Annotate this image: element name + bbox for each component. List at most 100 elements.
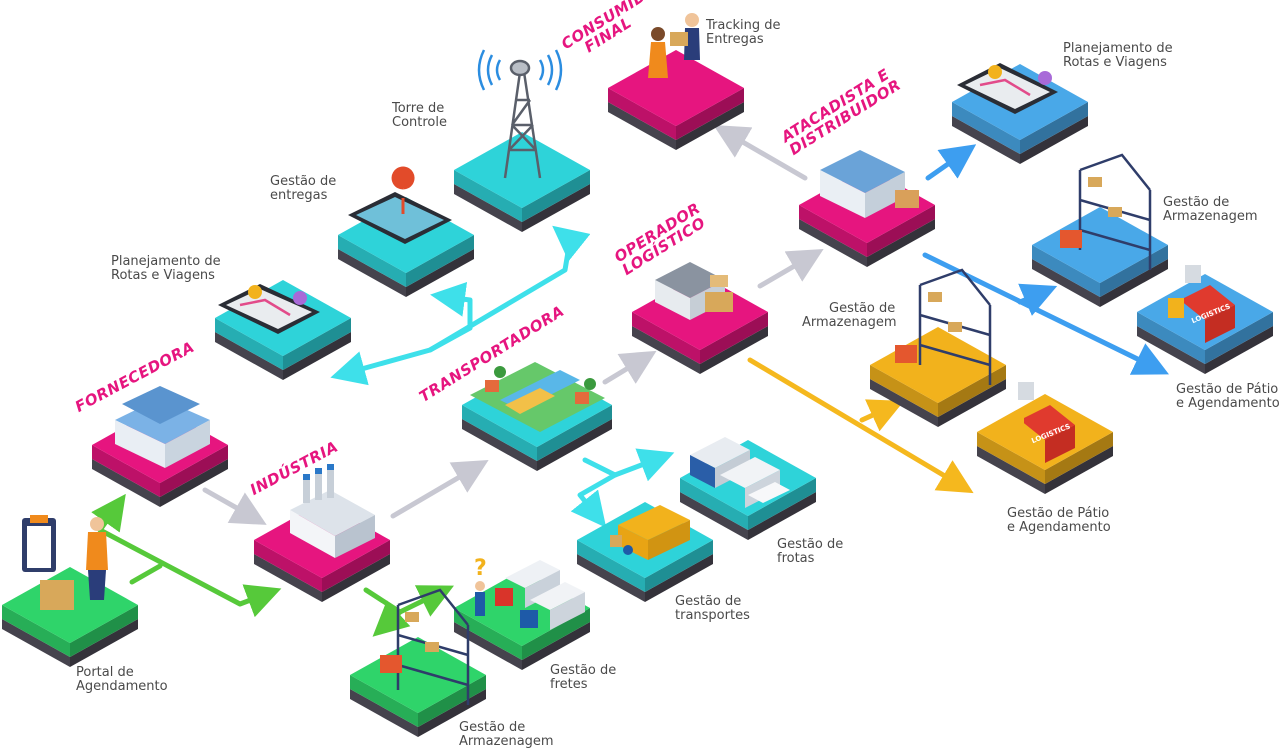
platform-patio-right-base-left [1137, 326, 1205, 374]
platform-industria-base-right [322, 554, 390, 602]
arrow-operador-atacadista [757, 248, 824, 289]
platform-atacadista-base-left [799, 219, 867, 267]
platform-transportadora-base-right [537, 419, 612, 471]
label-line: Armazenagem [459, 734, 554, 749]
platform-consumidor [608, 50, 744, 126]
trucks-icon: ? [474, 556, 585, 630]
label-armazenagem-right: Gestão de Armazenagem [1163, 196, 1258, 224]
label-tracking-entregas: Tracking de Entregas [706, 19, 781, 47]
label-line: Armazenagem [1163, 209, 1258, 224]
logistics-truck-icon: LOGISTICS [1168, 265, 1235, 343]
scheduling-portal-icon [22, 515, 108, 610]
platform-planejamento-left-base-left [215, 332, 283, 380]
label-line: Controle [392, 115, 447, 130]
platform-fretes-side-right [522, 608, 590, 660]
platform-armazenagem-mid-base-right [938, 379, 1006, 427]
blue-to-planejamento [925, 144, 977, 181]
platform-atacadista-side-left [799, 205, 867, 257]
platform-patio-mid-base-left [977, 446, 1045, 494]
platform-planejamento-left-side-left [215, 318, 283, 370]
platform-entregas-base-left [338, 249, 406, 297]
platform-torre-side-left [454, 170, 522, 222]
platform-atacadista-side-right [867, 205, 935, 257]
label-line: Gestão de [270, 174, 337, 189]
orange-to-armazenagem [859, 399, 905, 432]
label-line: Gestão de [550, 663, 617, 678]
label-line: Planejamento de [111, 254, 221, 269]
platform-consumidor-base-right [676, 102, 744, 150]
cyan-to-entregas [430, 281, 473, 331]
route-map-tablet-icon [218, 284, 320, 334]
platform-planejamento-right-side-right [1020, 102, 1088, 154]
label-line: entregas [270, 188, 328, 203]
platform-frotas-side-right [748, 478, 816, 530]
platform-armazenagem-right-base-right [1100, 259, 1168, 307]
platform-consumidor-base-left [608, 102, 676, 150]
platform-planejamento-right-base-right [1020, 116, 1088, 164]
platform-planejamento-left-base-right [283, 332, 351, 380]
arrow-industria-transportadora [390, 459, 489, 519]
platform-entregas-base-right [406, 249, 474, 297]
label-planejamento-right: Planejamento de Rotas e Viagens [1063, 42, 1173, 70]
platform-planejamento-right-side-left [952, 102, 1020, 154]
wholesale-warehouse-icon [820, 150, 919, 218]
platform-patio-mid-side-right [1045, 432, 1113, 484]
route-map-tablet-icon [957, 63, 1058, 114]
platform-transportes-base-left [577, 554, 645, 602]
label-line: frotas [777, 551, 815, 566]
platform-frotas-base-left [680, 492, 748, 540]
label-line: Torre de [392, 101, 445, 116]
label-line: Tracking de [706, 18, 781, 33]
delivery-tablet-icon [348, 166, 452, 244]
label-line: Gestão de Pátio [1007, 506, 1110, 521]
platform-fornecedora-side-left [92, 445, 160, 497]
platform-torre [454, 132, 590, 208]
platform-entregas-side-left [338, 235, 406, 287]
orange-main [747, 357, 974, 494]
platform-frotas-side-left [680, 478, 748, 530]
platform-armazenagem-mid-base-left [870, 379, 938, 427]
arrow-fornecedora-industria [202, 487, 267, 525]
label-armazenagem-mid: Gestão de Armazenagem [802, 302, 897, 330]
cyan-to-transportes [570, 472, 618, 528]
platform-consumidor-side-right [676, 88, 744, 140]
platform-atacadista-base-right [867, 219, 935, 267]
label-torre-controle: Torre de Controle [392, 102, 447, 130]
platform-fretes-side-left [454, 608, 522, 660]
storage-rack-icon [895, 268, 992, 385]
vans-icon [690, 437, 790, 508]
label-line: Entregas [706, 32, 764, 47]
label-armazenagem-bottom: Gestão de Armazenagem [459, 721, 554, 749]
label-portal-agendamento: Portal de Agendamento [76, 666, 168, 694]
warehouse-icon [115, 386, 210, 468]
platform-portal-base-left [2, 619, 70, 667]
label-line: Rotas e Viagens [111, 268, 215, 283]
storage-rack-icon [380, 588, 470, 705]
platform-armazenagem-right [1032, 207, 1168, 283]
platform-transportes-side-right [645, 540, 713, 592]
platform-planejamento-left-side-right [283, 318, 351, 370]
platform-operador-base-right [700, 326, 768, 374]
control-tower-icon [503, 59, 542, 179]
label-line: e Agendamento [1007, 520, 1111, 535]
label-gestao-entregas: Gestão de entregas [270, 175, 336, 203]
platform-armazenagem-bottom-base-left [350, 689, 418, 737]
arrow-portal-industria [97, 527, 282, 618]
platform-armazenagem-bottom-side-left [350, 675, 418, 727]
platform-portal-base-right [70, 619, 138, 667]
platform-operador-side-right [700, 312, 768, 364]
storage-rack-icon [1060, 153, 1152, 270]
label-line: Gestão de [829, 301, 896, 316]
factory-icon [290, 464, 375, 558]
platform-torre-base-right [522, 184, 590, 232]
cargo-van-icon [610, 505, 690, 560]
label-gestao-transportes: Gestão de transportes [675, 595, 750, 623]
svg-text:?: ? [474, 556, 487, 581]
platform-transportadora-base-left [462, 419, 537, 471]
platform-transportadora-side-right [537, 405, 612, 461]
platform-torre-side-right [522, 170, 590, 222]
platform-transportadora-side-left [462, 405, 537, 461]
platform-industria-side-left [254, 540, 322, 592]
label-gestao-frotas: Gestão de frotas [777, 538, 843, 566]
signal-waves-icon [477, 49, 563, 91]
